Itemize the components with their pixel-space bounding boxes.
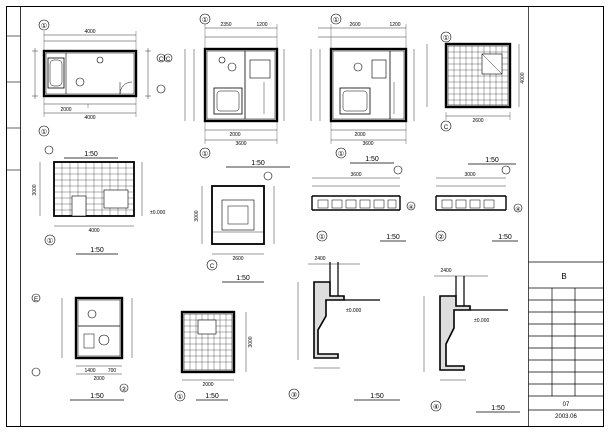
plan-3-axis-bottom: ① bbox=[338, 150, 344, 158]
plan-3 bbox=[310, 13, 415, 159]
plan-1-axis-top: ① bbox=[41, 22, 47, 30]
plan-5-axis-top: E bbox=[34, 297, 38, 303]
scale-label-11: 1:50 bbox=[370, 393, 384, 400]
elevation-3-axis: ① bbox=[319, 233, 325, 241]
plan-3-bot-dim-1: 2000 bbox=[354, 132, 365, 138]
scale-label-3: 1:50 bbox=[365, 156, 379, 163]
section-1 bbox=[288, 262, 380, 400]
plan-3-top-dim-2: 1200 bbox=[389, 22, 400, 28]
plan-3-top-dim: 2600 bbox=[349, 22, 360, 28]
plan-6-bot-dim: 2000 bbox=[202, 382, 213, 388]
plan-5-axis-bottom: ② bbox=[121, 386, 126, 393]
plan-1-axis-right: C bbox=[159, 57, 164, 63]
section-1-top-dim: 2400 bbox=[314, 256, 325, 262]
elevation-1-h-dim: 3000 bbox=[32, 184, 38, 195]
section-2-axis: ④ bbox=[433, 403, 439, 411]
plan-6 bbox=[174, 310, 247, 402]
plan-1-bot-dim-1: 2000 bbox=[60, 107, 71, 113]
plan-2 bbox=[163, 13, 285, 159]
plan-4-axis-top: ① bbox=[443, 34, 449, 42]
plan-5-bot-dim-3: 2000 bbox=[93, 376, 104, 382]
elevation-2-axis: C bbox=[210, 264, 215, 270]
scale-label-10: 1:50 bbox=[205, 393, 219, 400]
plan-3-axis-top: ① bbox=[333, 16, 339, 24]
sheet-frame bbox=[6, 6, 604, 427]
elevation-4 bbox=[435, 165, 523, 242]
plan-4 bbox=[426, 31, 520, 132]
plan-1-bot-dim-2: 4000 bbox=[84, 115, 95, 121]
plan-3-bot-dim-2: 3600 bbox=[362, 141, 373, 147]
elevation-4-axis: ② bbox=[438, 233, 444, 241]
scale-label-5: 1:50 bbox=[90, 247, 104, 254]
plan-6-side-dim: 3000 bbox=[248, 336, 254, 347]
elevation-1-bot-dim: 4000 bbox=[88, 228, 99, 234]
section-2 bbox=[423, 275, 508, 412]
elevation-2-h-dim: 3000 bbox=[194, 210, 200, 221]
title-block-sheet-no: 07 bbox=[563, 402, 570, 408]
elevation-1-axis: ① bbox=[47, 237, 53, 245]
scale-label-6: 1:50 bbox=[236, 275, 250, 282]
plan-4-bot-dim: 2600 bbox=[472, 118, 483, 124]
scale-label-4: 1:50 bbox=[485, 157, 499, 164]
elevation-3 bbox=[311, 165, 416, 242]
plan-5 bbox=[31, 293, 133, 393]
plan-5-bot-dim-1: 1400 bbox=[84, 368, 95, 374]
scale-label-2: 1:50 bbox=[251, 160, 265, 167]
title-block-tag: B bbox=[561, 272, 566, 281]
plan-6-axis: ① bbox=[177, 393, 183, 401]
scale-label-8: 1:50 bbox=[498, 234, 512, 241]
title-block bbox=[528, 6, 604, 427]
elevation-3-axis-right: ④ bbox=[408, 204, 413, 211]
title-block-date: 2003.06 bbox=[555, 414, 577, 420]
scale-label-12: 1:50 bbox=[491, 405, 505, 412]
section-1-level: ±0.000 bbox=[346, 308, 361, 314]
elevation-2 bbox=[201, 171, 275, 271]
elevation-4-top-dim: 3000 bbox=[464, 172, 475, 178]
elevation-1 bbox=[39, 145, 143, 246]
scale-label-7: 1:50 bbox=[386, 234, 400, 241]
plan-2-bot-dim-2: 3600 bbox=[235, 141, 246, 147]
plan-1 bbox=[32, 19, 166, 137]
elevation-2-bot-dim: 2600 bbox=[232, 256, 243, 262]
plan-2-axis-bottom: ① bbox=[202, 150, 208, 158]
scale-label-9: 1:50 bbox=[90, 393, 104, 400]
plan-2-axis-left: C bbox=[166, 57, 171, 63]
scale-label-1: 1:50 bbox=[84, 151, 98, 158]
elevation-3-top-dim: 3600 bbox=[350, 172, 361, 178]
section-2-top-dim: 2400 bbox=[440, 268, 451, 274]
plan-2-axis-top: ① bbox=[202, 16, 208, 24]
plan-1-top-dim: 4000 bbox=[84, 29, 95, 35]
plan-2-top-dim: 2350 bbox=[220, 22, 231, 28]
plan-2-top-dim-2: 1200 bbox=[256, 22, 267, 28]
scale-underlines-row1 bbox=[64, 157, 516, 168]
plan-1-axis-bottom: ① bbox=[41, 128, 47, 136]
plan-4-axis-bottom: C bbox=[444, 125, 449, 131]
section-2-level: ±0.000 bbox=[474, 318, 489, 324]
plan-5-bot-dim-2: 700 bbox=[108, 368, 117, 374]
section-1-axis: ③ bbox=[291, 391, 297, 399]
elevation-4-axis-right: ④ bbox=[515, 206, 520, 213]
elevation-1-level: ±0.000 bbox=[150, 210, 165, 216]
plan-2-bot-dim-1: 2000 bbox=[229, 132, 240, 138]
plan-4-side-dim: 4000 bbox=[520, 72, 526, 83]
